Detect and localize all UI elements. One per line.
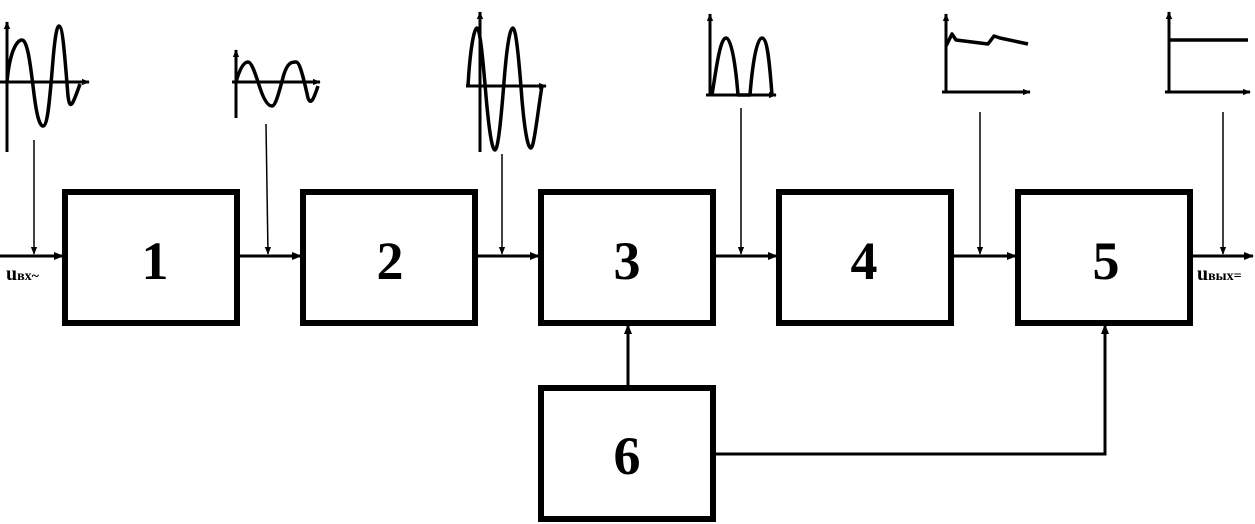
block-1: 1 bbox=[62, 189, 240, 326]
block-3: 3 bbox=[538, 189, 716, 326]
block-3-label: 3 bbox=[614, 231, 641, 291]
block-6-label: 6 bbox=[614, 426, 641, 486]
waveform-after-block-3 bbox=[706, 13, 777, 255]
block-4-label: 4 bbox=[851, 231, 878, 291]
input-label: uвх~ bbox=[6, 263, 40, 285]
waveform-input-ac bbox=[0, 21, 90, 255]
block-4: 4 bbox=[776, 189, 954, 326]
block-2: 2 bbox=[300, 189, 478, 326]
block-6: 6 bbox=[538, 385, 716, 522]
block-5: 5 bbox=[1015, 189, 1193, 326]
waveform-output-dc bbox=[1165, 11, 1251, 255]
block-5-label: 5 bbox=[1093, 231, 1120, 291]
output-label: uвых= bbox=[1197, 263, 1242, 285]
block-2-label: 2 bbox=[377, 231, 404, 291]
block-1-label: 1 bbox=[142, 231, 169, 291]
waveform-after-block-2 bbox=[466, 11, 547, 255]
arrow-6-to-5 bbox=[715, 324, 1109, 456]
waveform-after-block-1 bbox=[232, 49, 321, 255]
waveform-after-block-4 bbox=[942, 13, 1031, 255]
